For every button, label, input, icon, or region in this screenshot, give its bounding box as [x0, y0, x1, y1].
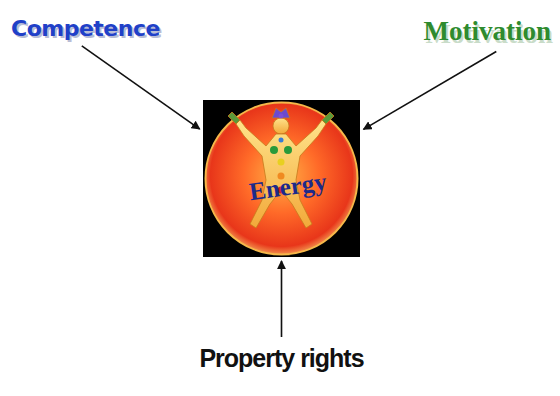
concept-text: Competence: [11, 16, 160, 41]
concept-text: Property rights: [199, 344, 363, 373]
energy-circle: [206, 103, 358, 255]
arrow-connector: [281, 261, 283, 337]
arrow-connector: [82, 46, 200, 129]
concept-label: Competence: [8, 14, 163, 43]
black-square: [203, 100, 360, 257]
concept-text: Motivation: [424, 16, 552, 47]
concept-label: Property rights: [196, 342, 366, 375]
energy-label: Energy: [247, 167, 328, 206]
arrow-connector: [363, 52, 496, 130]
human-figure: [228, 108, 334, 228]
energy-box: Energy: [203, 100, 360, 257]
concept-label: Motivation: [421, 14, 555, 49]
